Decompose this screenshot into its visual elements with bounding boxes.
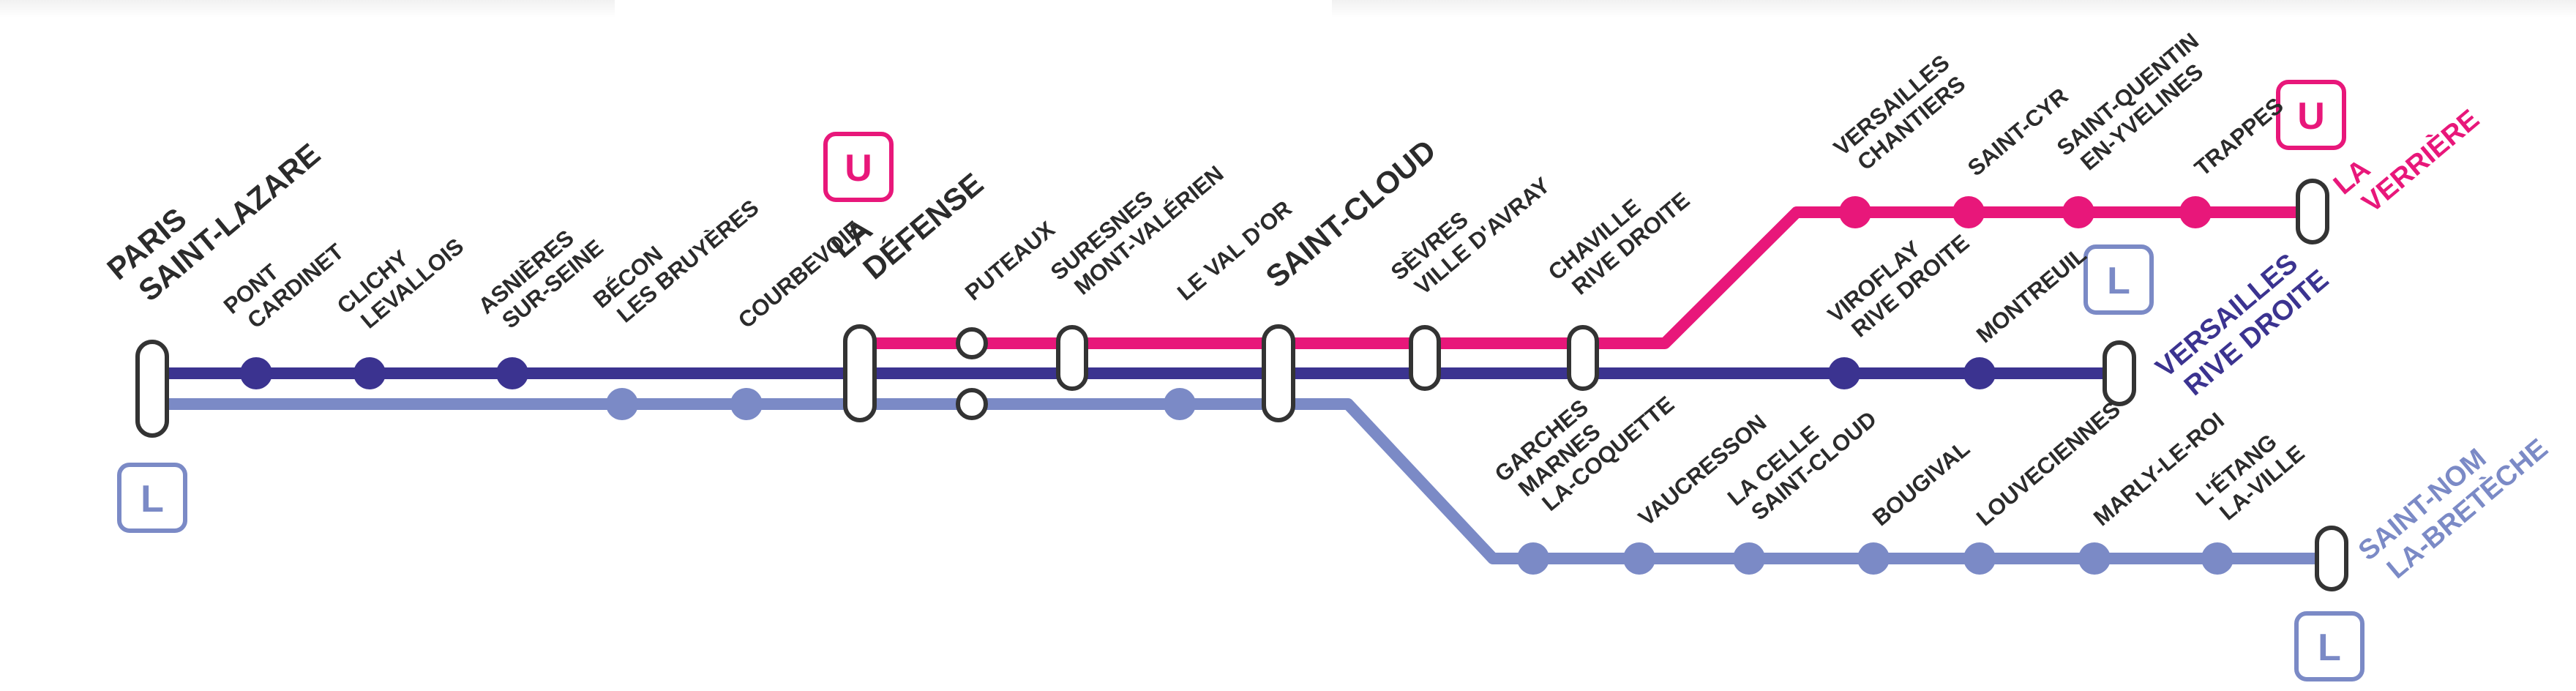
- station-ring-puteaux-l[interactable]: [956, 388, 988, 420]
- label-la-verriere: LAVERRIÈRE: [2328, 79, 2485, 225]
- svg-text:CHAVILLERIVE DROITE: CHAVILLERIVE DROITE: [1543, 167, 1695, 305]
- station-dot-garches[interactable]: [1517, 542, 1549, 575]
- label-clichy-levallois: CLICHYLEVALLOIS: [332, 213, 468, 339]
- label-bougival: BOUGIVAL: [1868, 436, 1974, 531]
- label-la-celle: LA CELLESAINT-CLOUD: [1723, 386, 1882, 531]
- svg-text:LAVERRIÈRE: LAVERRIÈRE: [2328, 79, 2485, 225]
- badge-u-la-defense[interactable]: U: [823, 132, 894, 202]
- terminus-capsule-saint-lazare[interactable]: [135, 340, 169, 438]
- badge-l-saint-nom[interactable]: L: [2294, 611, 2365, 681]
- station-dot-pont-cardinet[interactable]: [240, 357, 272, 389]
- station-dot-louveciennes[interactable]: [1963, 542, 1996, 575]
- svg-text:TRAPPES: TRAPPES: [2190, 92, 2288, 181]
- station-dot-bougival[interactable]: [1857, 542, 1890, 575]
- station-dot-saint-cyr[interactable]: [1952, 196, 1985, 228]
- svg-text:CLICHYLEVALLOIS: CLICHYLEVALLOIS: [332, 213, 468, 339]
- svg-text:SAINT-CYR: SAINT-CYR: [1963, 83, 2073, 181]
- badge-u-la-verriere-label: U: [2297, 95, 2325, 138]
- station-dot-becon[interactable]: [606, 388, 638, 420]
- station-dot-trappes[interactable]: [2179, 196, 2212, 228]
- svg-text:LA CELLESAINT-CLOUD: LA CELLESAINT-CLOUD: [1723, 386, 1882, 531]
- badge-l-versailles-label: L: [2107, 260, 2130, 302]
- terminus-capsule-saint-nom[interactable]: [2315, 526, 2348, 591]
- terminus-capsule-versailles-rd[interactable]: [2103, 340, 2136, 406]
- top-bar-left: [0, 0, 615, 18]
- line-l-saint-nom-track: [144, 398, 2337, 564]
- svg-text:BOUGIVAL: BOUGIVAL: [1868, 436, 1974, 531]
- label-viroflay: VIROFLAYRIVE DROITE: [1823, 209, 1974, 348]
- label-saint-cyr-l1: SAINT-CYR: [1963, 83, 2073, 181]
- label-trappes: TRAPPES: [2190, 92, 2288, 181]
- label-asnieres: ASNIÈRESSUR-SEINE: [473, 214, 608, 340]
- label-saint-nom-la-breteche: SAINT-NOMLA-BRETÈCHE: [2353, 408, 2554, 591]
- label-saint-cyr: SAINT-CYR: [1963, 83, 2073, 181]
- station-dot-l-etang[interactable]: [2201, 542, 2234, 575]
- station-capsule-suresnes[interactable]: [1056, 325, 1088, 391]
- badge-l-saint-lazare[interactable]: L: [117, 463, 187, 533]
- station-dot-courbevoie[interactable]: [730, 388, 763, 420]
- station-dot-vaucresson[interactable]: [1623, 542, 1655, 575]
- label-puteaux-l1: PUTEAUX: [960, 216, 1060, 305]
- label-versailles-rive-droite: VERSAILLESRIVE DROITE: [2150, 239, 2334, 408]
- station-dot-asnieres[interactable]: [496, 357, 528, 389]
- station-ring-puteaux-u[interactable]: [956, 327, 988, 359]
- station-dot-montreuil[interactable]: [1963, 357, 1996, 389]
- label-montreuil-l1: MONTREUIL: [1972, 242, 2092, 348]
- badge-l-versailles[interactable]: L: [2083, 244, 2154, 315]
- svg-text:SAINT-NOMLA-BRETÈCHE: SAINT-NOMLA-BRETÈCHE: [2353, 408, 2554, 591]
- label-bougival-l1: BOUGIVAL: [1868, 436, 1974, 531]
- terminus-capsule-la-defense[interactable]: [843, 324, 877, 422]
- station-capsule-sevres[interactable]: [1409, 325, 1441, 391]
- station-dot-la-celle[interactable]: [1733, 542, 1765, 575]
- svg-text:VERSAILLESCHANTIERS: VERSAILLESCHANTIERS: [1829, 50, 1972, 182]
- svg-text:MONTREUIL: MONTREUIL: [1972, 242, 2092, 348]
- top-bar-right: [1332, 0, 2576, 18]
- station-capsule-chaville[interactable]: [1567, 325, 1599, 391]
- svg-text:ASNIÈRESSUR-SEINE: ASNIÈRESSUR-SEINE: [473, 214, 608, 340]
- label-versailles-chantiers: VERSAILLESCHANTIERS: [1829, 50, 1972, 182]
- label-la-verriere-l2: VERRIÈRE: [2356, 102, 2485, 219]
- station-dot-clichy-levallois[interactable]: [353, 357, 386, 389]
- label-montreuil: MONTREUIL: [1972, 242, 2092, 348]
- station-dot-marly[interactable]: [2078, 542, 2111, 575]
- svg-text:VERSAILLESRIVE DROITE: VERSAILLESRIVE DROITE: [2150, 239, 2334, 408]
- station-dot-saint-quentin[interactable]: [2062, 196, 2094, 228]
- badge-u-la-defense-label: U: [845, 147, 872, 190]
- terminus-capsule-saint-cloud[interactable]: [1262, 324, 1295, 422]
- terminus-capsule-la-verriere[interactable]: [2296, 179, 2329, 244]
- station-dot-versailles-chantiers[interactable]: [1839, 196, 1871, 228]
- badge-l-saint-lazare-label: L: [141, 478, 164, 520]
- svg-text:PUTEAUX: PUTEAUX: [960, 216, 1060, 305]
- svg-text:VIROFLAYRIVE DROITE: VIROFLAYRIVE DROITE: [1823, 209, 1974, 348]
- badge-l-saint-nom-label: L: [2318, 627, 2341, 669]
- station-dot-viroflay[interactable]: [1828, 357, 1860, 389]
- label-trappes-l1: TRAPPES: [2190, 92, 2288, 181]
- label-chaville: CHAVILLERIVE DROITE: [1543, 167, 1695, 305]
- badge-u-la-verriere[interactable]: U: [2276, 80, 2346, 150]
- label-puteaux: PUTEAUX: [960, 216, 1060, 305]
- station-dot-le-val-d-or[interactable]: [1164, 388, 1196, 420]
